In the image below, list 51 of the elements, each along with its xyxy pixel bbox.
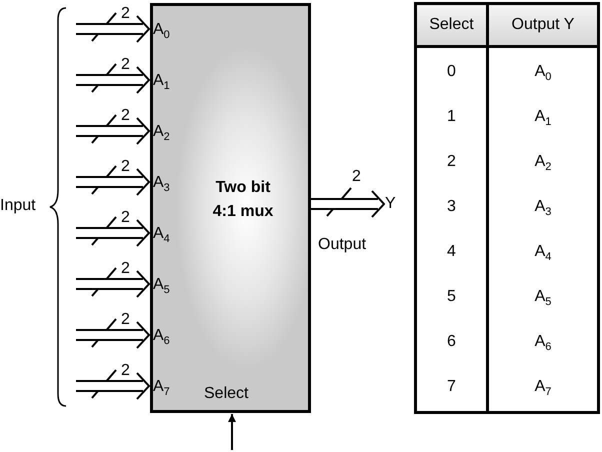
pin-label: A$_{4}$ [153,225,170,243]
bus-arrow [311,190,385,218]
output-value: A$_{2}$ [487,140,598,185]
select-value: 4 [416,229,488,274]
output-value: A$_{0}$ [487,46,598,96]
select-value: 2 [416,140,488,185]
bus-width-label: 2 [121,107,130,125]
block-title: Two bit 4:1 mux [212,178,274,222]
arrow [228,414,236,450]
bus-arrow [76,219,150,247]
multiplexer-box [150,3,311,413]
pin-label: Select [204,385,248,403]
output-name: Y [385,195,396,213]
output-value: A$_{3}$ [487,184,598,230]
bus-width-label: 2 [121,260,130,278]
bus-arrow [76,117,150,145]
bus-arrow [76,66,150,94]
bus-width-label: 2 [121,362,130,380]
pin-label: A$_{6}$ [153,327,170,345]
bus-arrow [76,15,150,43]
select-value: 5 [416,274,488,320]
bus-arrow [76,168,150,196]
bus-width-label: 2 [121,56,130,74]
column-header: Select [416,4,488,46]
select-value: 3 [416,184,488,230]
output-value: A$_{4}$ [487,229,598,274]
pin-label: A$_{7}$ [153,378,170,396]
select-value: 0 [416,46,488,96]
column-header: Output Y [487,4,598,46]
select-value: 7 [416,364,488,412]
port-label: Output [318,236,366,254]
output-value: A$_{1}$ [487,95,598,140]
group-label: Input [0,197,36,215]
bus-width-label: 2 [121,158,130,176]
output-value: A$_{6}$ [487,319,598,364]
select-value: 6 [416,319,488,364]
output-value: A$_{7}$ [487,364,598,412]
bus-arrow [76,270,150,298]
bus-width-label: 2 [121,209,130,227]
pin-label: A$_{3}$ [153,174,170,192]
bus-arrow [76,321,150,349]
pin-label: A$_{0}$ [153,21,170,39]
bus-width-label: 2 [121,311,130,329]
bus-width-label: 2 [121,5,130,23]
bus-arrow [76,372,150,400]
pin-label: A$_{5}$ [153,276,170,294]
pin-label: A$_{2}$ [153,123,170,141]
output-value: A$_{5}$ [487,274,598,320]
select-value: 1 [416,95,488,140]
bus-width-label: 2 [352,168,361,186]
pin-label: A$_{1}$ [153,72,170,90]
